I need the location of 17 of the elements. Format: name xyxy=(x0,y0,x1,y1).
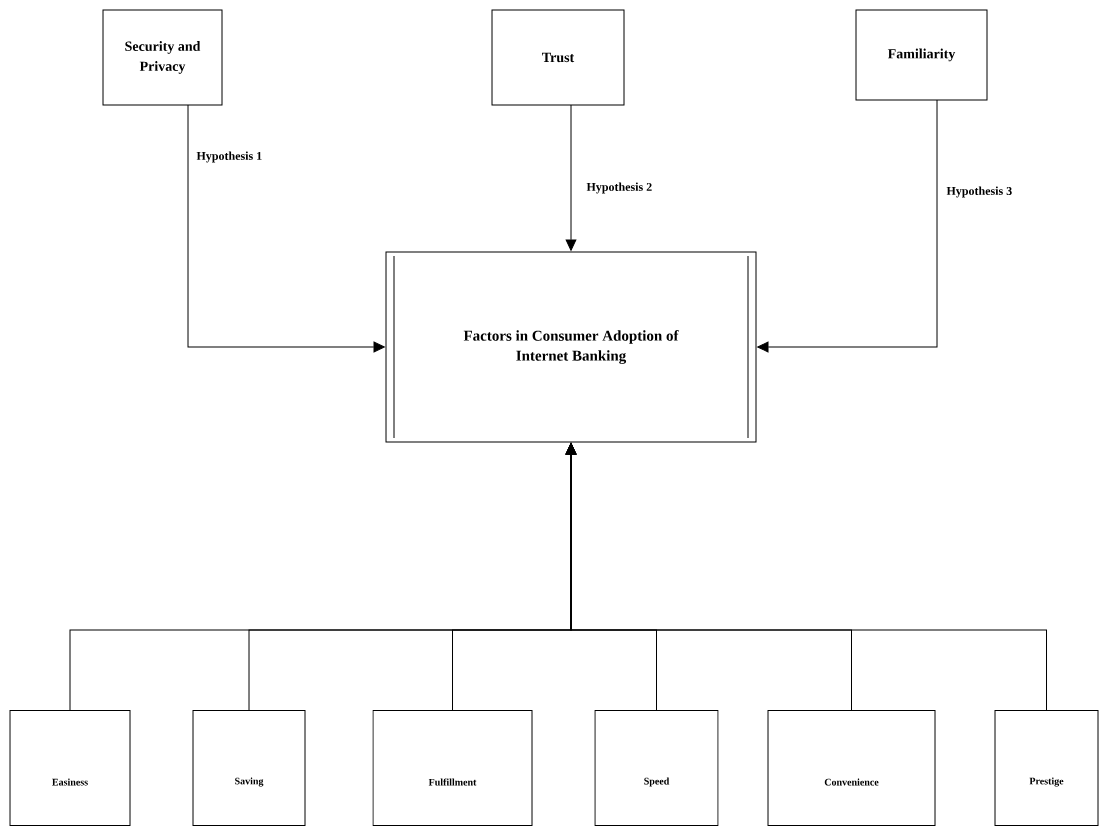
factor-box: Security and Privacy xyxy=(102,9,223,106)
arrow xyxy=(757,99,938,353)
outcome-box: Factors in Consumer Adoption of Internet Banking xyxy=(385,251,757,443)
edge-label: Hypothesis 3 xyxy=(945,185,1014,199)
factor-box: Familiarity xyxy=(855,9,988,101)
factor-box: Speed xyxy=(594,710,719,826)
arrow xyxy=(187,104,385,353)
edge-label: Hypothesis 1 xyxy=(195,150,264,164)
factor-box: Easiness xyxy=(9,710,131,826)
arrow xyxy=(565,443,1047,711)
factor-box: Prestige xyxy=(994,710,1099,826)
factor-box: Convenience xyxy=(767,710,936,826)
factor-box: Fulfillment xyxy=(372,710,533,826)
arrow xyxy=(565,104,577,251)
factor-box: Trust xyxy=(491,9,625,106)
factor-box: Saving xyxy=(192,710,306,826)
edge-label: Hypothesis 2 xyxy=(585,181,654,195)
